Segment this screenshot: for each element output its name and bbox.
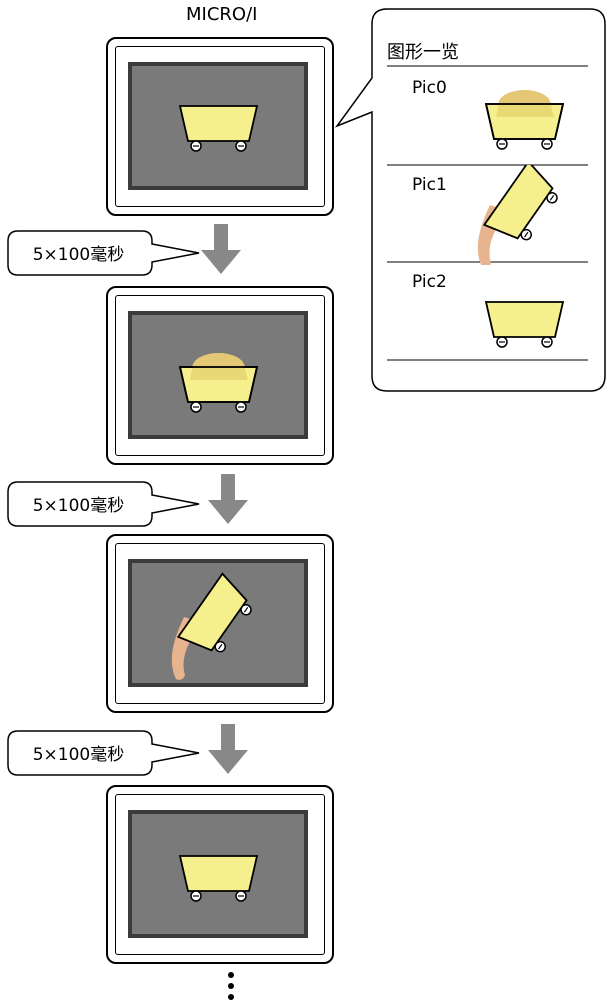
device-title: MICRO/I (186, 4, 258, 25)
callout-label: 5×100毫秒 (32, 496, 125, 516)
device-screen (128, 810, 308, 938)
down-arrow-icon (208, 724, 248, 774)
pic1-graphic (476, 165, 567, 265)
down-arrow-icon (201, 224, 241, 274)
device-bezel (115, 794, 325, 955)
pic-label: Pic1 (412, 175, 447, 195)
timing-callout-3: 5×100毫秒 (6, 730, 202, 776)
down-arrow-icon (208, 474, 248, 524)
timing-callout-2: 5×100毫秒 (6, 481, 202, 527)
panel-title: 图形一览 (387, 42, 459, 63)
device-frame-4 (106, 785, 334, 964)
device-frame-1 (106, 37, 334, 216)
timing-callout-1: 5×100毫秒 (6, 230, 202, 276)
callout-label: 5×100毫秒 (32, 245, 125, 265)
device-screen (128, 62, 308, 190)
device-bezel (115, 46, 325, 207)
cart-graphic (179, 352, 258, 413)
cart-graphic (179, 855, 258, 902)
pic-label: Pic2 (412, 272, 447, 292)
cart-graphic (179, 105, 258, 152)
callout-label: 5×100毫秒 (32, 745, 125, 765)
cart-graphic (170, 572, 261, 681)
continuation-dots (228, 972, 234, 1000)
device-screen (128, 311, 308, 439)
device-bezel (115, 295, 325, 456)
pic2-graphic (485, 301, 564, 348)
device-screen (128, 559, 308, 687)
pic0-graphic (485, 90, 564, 150)
pic-label: Pic0 (412, 78, 447, 98)
device-frame-2 (106, 286, 334, 465)
device-frame-3 (106, 534, 334, 713)
device-bezel (115, 543, 325, 704)
